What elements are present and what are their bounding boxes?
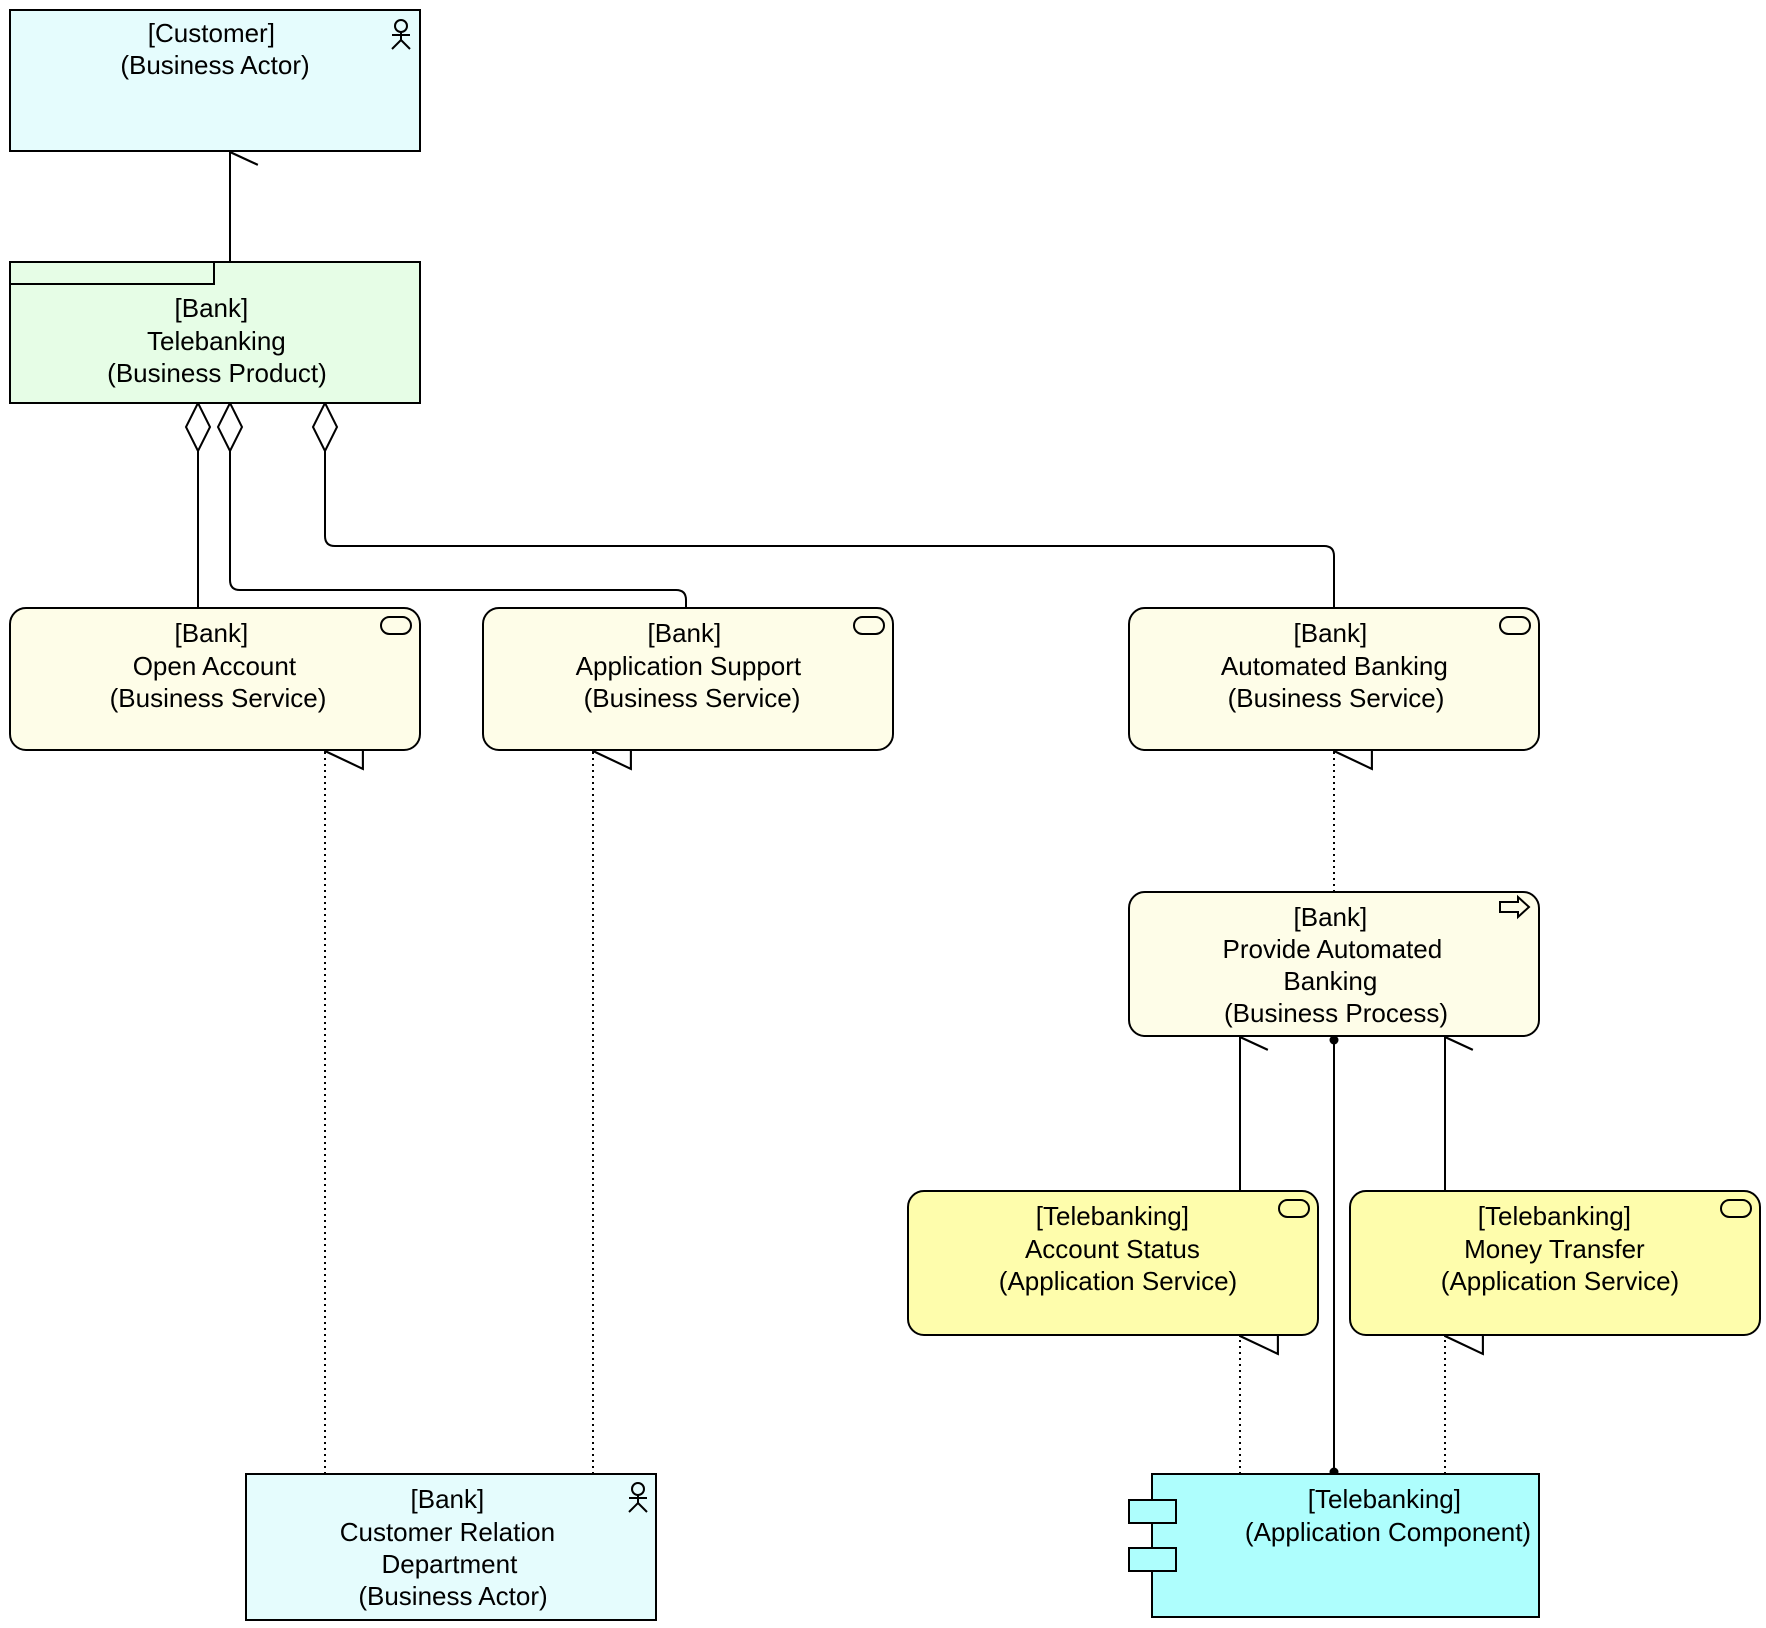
node-telebanking-component[interactable]: [Telebanking] (Application Component) <box>1128 1473 1540 1618</box>
service-icon <box>380 616 412 635</box>
node-box <box>1128 607 1540 751</box>
node-money-transfer[interactable]: [Telebanking] Money Transfer (Applicatio… <box>1349 1190 1761 1336</box>
service-icon <box>1278 1199 1310 1218</box>
process-arrow-icon <box>1499 894 1531 920</box>
node-box <box>9 261 421 404</box>
node-label: [Bank] Application Support (Business Ser… <box>576 618 809 713</box>
node-automated-banking[interactable]: [Bank] Automated Banking (Business Servi… <box>1128 607 1540 751</box>
node-box <box>1349 1190 1761 1336</box>
component-icon <box>1128 1499 1177 1572</box>
relations <box>184 152 1445 1477</box>
node-box <box>907 1190 1319 1336</box>
node-box <box>482 607 894 751</box>
node-open-account[interactable]: [Bank] Open Account (Business Service) <box>9 607 421 751</box>
assignment-dot <box>1329 1035 1339 1045</box>
service-icon <box>1720 1199 1752 1218</box>
service-icon <box>1499 616 1531 635</box>
node-box <box>9 9 421 152</box>
node-customer[interactable]: [Customer] (Business Actor) <box>9 9 421 152</box>
actor-icon <box>628 1482 648 1513</box>
product-tab-icon <box>10 262 215 285</box>
aggregation-diamond <box>311 400 339 454</box>
node-account-status[interactable]: [Telebanking] Account Status (Applicatio… <box>907 1190 1319 1336</box>
aggregation-diamond <box>216 400 244 454</box>
node-provide-automated-banking[interactable]: [Bank] Provide Automated Banking (Busine… <box>1128 891 1540 1037</box>
node-application-support[interactable]: [Bank] Application Support (Business Ser… <box>482 607 894 751</box>
actor-icon <box>391 19 411 50</box>
node-telebanking-product[interactable]: [Bank] Telebanking (Business Product) <box>9 261 421 404</box>
node-box <box>9 607 421 751</box>
aggregation-relation-application-support[interactable] <box>229 451 687 608</box>
aggregation-relation-automated-banking[interactable] <box>324 451 1335 608</box>
node-label: [Telebanking] Money Transfer (Applicatio… <box>1441 1201 1679 1296</box>
node-label: [Telebanking] Account Status (Applicatio… <box>999 1201 1237 1296</box>
node-label: [Telebanking] (Application Component) <box>1245 1484 1531 1547</box>
node-label: [Customer] (Business Actor) <box>120 18 309 80</box>
node-label: [Bank] Automated Banking (Business Servi… <box>1221 618 1455 713</box>
node-box <box>1128 891 1540 1037</box>
aggregation-diamond <box>184 400 212 454</box>
node-label: [Bank] Provide Automated Banking (Busine… <box>1223 902 1450 1028</box>
node-box <box>1151 1473 1540 1618</box>
node-label: [Bank] Open Account (Business Service) <box>110 618 327 713</box>
service-icon <box>853 616 885 635</box>
node-label: [Bank] Customer Relation Department (Bus… <box>340 1484 563 1611</box>
node-customer-relation-department[interactable]: [Bank] Customer Relation Department (Bus… <box>245 1473 657 1621</box>
node-label: [Bank] Telebanking (Business Product) <box>107 293 327 388</box>
node-box <box>245 1473 657 1621</box>
